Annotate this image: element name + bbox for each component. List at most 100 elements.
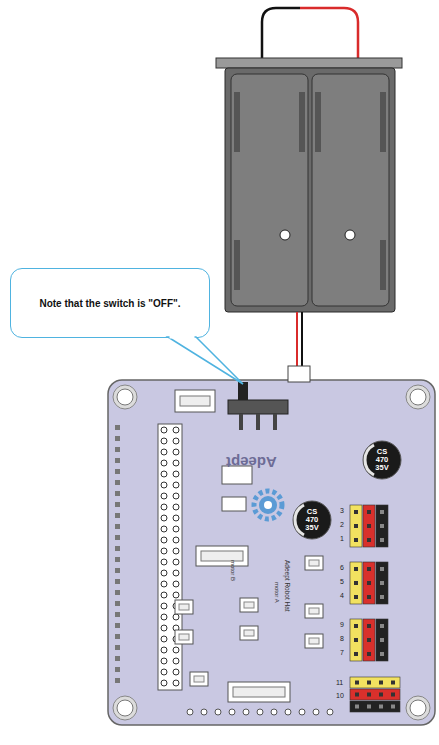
header-pin bbox=[379, 705, 383, 709]
header-pin bbox=[367, 538, 371, 542]
header-pin bbox=[367, 567, 371, 571]
mount-hole bbox=[410, 389, 426, 405]
header-pin bbox=[354, 538, 358, 542]
edge-pad bbox=[115, 469, 120, 474]
mount-ring bbox=[406, 696, 430, 720]
connector bbox=[175, 390, 215, 412]
gpio-pin bbox=[161, 636, 167, 642]
servo-header bbox=[350, 619, 362, 661]
gpio-pin bbox=[173, 504, 179, 510]
header-pin bbox=[367, 681, 371, 685]
capacitor: CS 470 35V bbox=[292, 500, 332, 540]
black-wire bbox=[301, 312, 303, 368]
gpio-pin bbox=[161, 526, 167, 532]
small-connector bbox=[175, 630, 193, 644]
connector-inner bbox=[194, 676, 204, 682]
edge-pad bbox=[115, 579, 120, 584]
edge-hole bbox=[187, 709, 193, 715]
edge-pad bbox=[115, 480, 120, 485]
gpio-pin bbox=[173, 669, 179, 675]
switch-pin bbox=[239, 414, 243, 430]
header-pin bbox=[380, 510, 384, 514]
gpio-pin bbox=[173, 647, 179, 653]
header-pin bbox=[367, 693, 371, 697]
edge-pad bbox=[115, 623, 120, 628]
edge-pad bbox=[115, 634, 120, 639]
mount-hole bbox=[410, 700, 426, 716]
port-name: motor B bbox=[230, 560, 236, 581]
battery-cell bbox=[312, 74, 389, 306]
gpio-pin bbox=[173, 581, 179, 587]
channel-number: 5 bbox=[340, 578, 344, 585]
edge-pad bbox=[115, 678, 120, 683]
gpio-pin bbox=[161, 559, 167, 565]
gpio-pin bbox=[173, 493, 179, 499]
small-connector bbox=[175, 600, 193, 614]
connector-inner bbox=[309, 608, 319, 614]
header-pin bbox=[354, 524, 358, 528]
capacitor-body bbox=[293, 501, 331, 539]
edge-pad bbox=[115, 557, 120, 562]
header-pin bbox=[367, 705, 371, 709]
edge-hole bbox=[285, 709, 291, 715]
header-pin bbox=[367, 652, 371, 656]
motor-connector bbox=[196, 546, 248, 566]
edge-hole bbox=[215, 709, 221, 715]
header-pin bbox=[379, 693, 383, 697]
holder-body bbox=[225, 68, 395, 312]
gpio-pin bbox=[173, 570, 179, 576]
servo-header bbox=[376, 505, 388, 547]
red-wire bbox=[296, 312, 298, 368]
header-pin bbox=[380, 595, 384, 599]
robot-hat-board bbox=[108, 366, 435, 725]
channel-number: 6 bbox=[340, 564, 344, 571]
header-pin bbox=[354, 624, 358, 628]
servo-header bbox=[350, 677, 400, 688]
gpio-pin bbox=[161, 680, 167, 686]
header-pin bbox=[380, 567, 384, 571]
note-text: Note that the switch is "OFF". bbox=[39, 298, 180, 309]
gpio-pin bbox=[161, 548, 167, 554]
edge-hole bbox=[299, 709, 305, 715]
cell-strip bbox=[299, 92, 305, 152]
cell-strip bbox=[234, 92, 240, 152]
mount-ring bbox=[113, 696, 137, 720]
gpio-pin bbox=[161, 504, 167, 510]
cell-strip bbox=[234, 240, 240, 290]
edge-pad bbox=[115, 502, 120, 507]
gpio-pin bbox=[173, 526, 179, 532]
gpio-pin bbox=[173, 548, 179, 554]
battery-holder bbox=[216, 8, 402, 368]
gpio-pin bbox=[161, 603, 167, 609]
channel-number: 11 bbox=[336, 679, 343, 686]
port-name: motor A bbox=[274, 582, 280, 603]
header-pin bbox=[355, 693, 359, 697]
header-pin bbox=[354, 567, 358, 571]
connector-inner bbox=[201, 551, 243, 561]
gpio-pin bbox=[161, 581, 167, 587]
channel-number: 7 bbox=[340, 649, 344, 656]
gpio-pin bbox=[161, 658, 167, 664]
power-connector bbox=[288, 366, 310, 382]
gpio-pin bbox=[161, 669, 167, 675]
edge-pad bbox=[115, 535, 120, 540]
gpio-pin bbox=[173, 592, 179, 598]
edge-pad bbox=[115, 546, 120, 551]
switch-pin bbox=[256, 414, 260, 430]
small-connector bbox=[305, 634, 323, 648]
switch-body bbox=[228, 400, 288, 414]
gpio-pin bbox=[173, 471, 179, 477]
gpio-pin bbox=[161, 592, 167, 598]
switch-pin bbox=[273, 414, 277, 430]
servo-header bbox=[350, 562, 362, 604]
header-pin bbox=[354, 652, 358, 656]
edge-pad bbox=[115, 425, 120, 430]
header-pin bbox=[380, 624, 384, 628]
small-connector bbox=[305, 604, 323, 618]
polarity-stripe bbox=[295, 505, 304, 535]
polarity-stripe bbox=[365, 445, 374, 475]
edge-hole bbox=[229, 709, 235, 715]
